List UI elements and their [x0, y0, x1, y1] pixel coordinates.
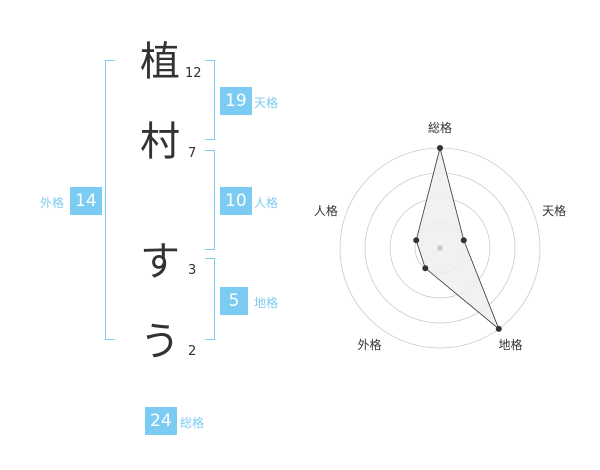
- radar-axis-label-5: 人格: [314, 203, 338, 218]
- jin-kaku-label: 人格: [254, 196, 279, 210]
- ten-kaku-badge: 19: [220, 87, 252, 115]
- radar-center-dot: [437, 245, 443, 251]
- radar-point-1: [437, 145, 443, 151]
- sou-kaku-badge: 24: [145, 407, 177, 435]
- jin-kaku-badge: 10: [220, 187, 252, 215]
- stroke-count-1: 12: [185, 66, 202, 81]
- radar-point-2: [460, 237, 467, 244]
- name-char-1: 植: [140, 39, 180, 85]
- sou-kaku-label: 総格: [180, 416, 205, 430]
- stroke-count-4: 2: [188, 344, 197, 359]
- ten-kaku-bracket: [205, 60, 215, 140]
- stroke-count-3: 3: [188, 263, 197, 278]
- chi-kaku-bracket: [205, 258, 215, 340]
- radar-axis-label-1: 総格: [428, 120, 452, 135]
- radar-axis-label-2: 天格: [542, 203, 566, 218]
- radar-polygon: [415, 147, 500, 330]
- radar-point-3: [495, 325, 502, 332]
- chi-kaku-label: 地格: [254, 296, 279, 310]
- radar-axis-label-4: 外格: [357, 337, 381, 352]
- stroke-count-2: 7: [188, 146, 197, 161]
- radar-point-4: [422, 265, 429, 272]
- chi-kaku-badge: 5: [220, 287, 248, 315]
- gai-kaku-badge: 14: [70, 187, 102, 215]
- name-char-3: す: [140, 239, 180, 285]
- radar-axis-label-3: 地格: [499, 337, 523, 352]
- jin-kaku-bracket: [205, 150, 215, 250]
- name-char-4: う: [140, 319, 180, 365]
- gai-kaku-bracket: [105, 60, 115, 340]
- radar-point-5: [413, 237, 420, 244]
- ten-kaku-label: 天格: [254, 96, 279, 110]
- name-char-2: 村: [140, 119, 180, 165]
- gai-kaku-label: 外格: [40, 196, 65, 210]
